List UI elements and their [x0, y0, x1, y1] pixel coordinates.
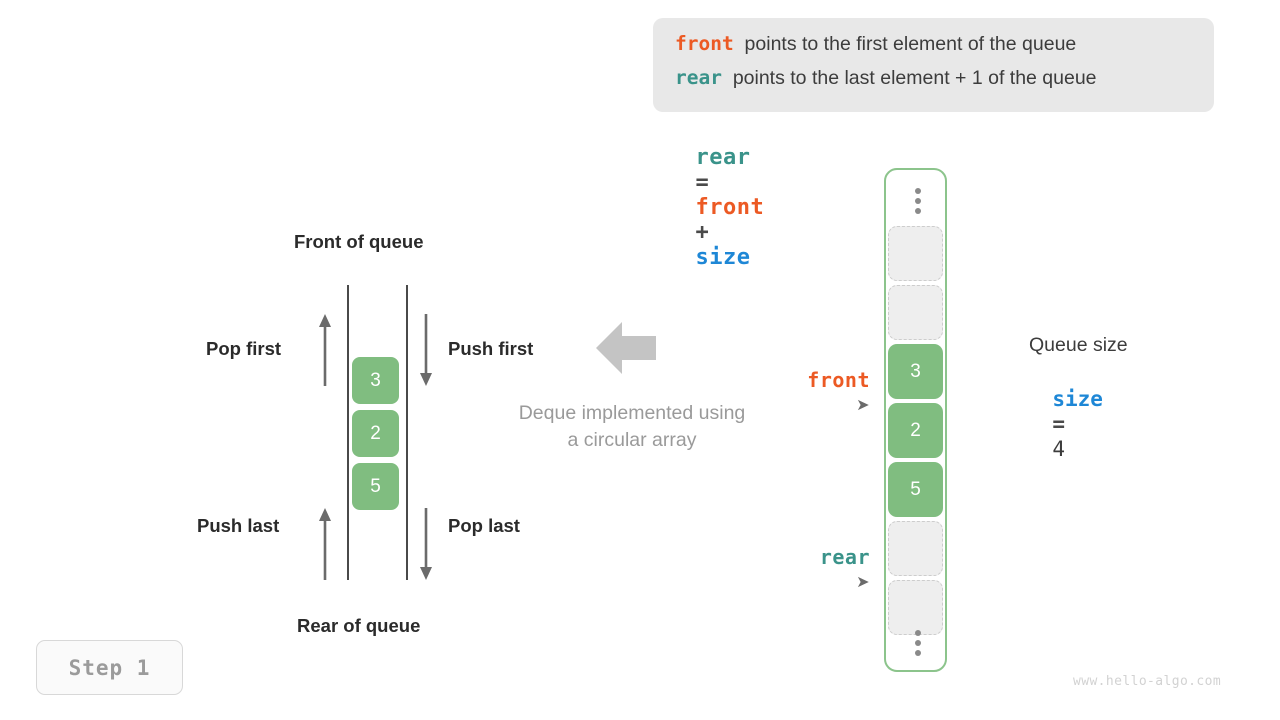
legend-spacer-front [734, 33, 745, 56]
rear-pointer-label: rear [819, 545, 870, 569]
pop-first-label: Pop first [206, 338, 282, 359]
vertical-ellipsis-icon [886, 188, 949, 214]
formula-rhs2: size [695, 245, 751, 270]
deque-cell: 3 [352, 357, 399, 404]
queue-size-var: size [1052, 387, 1103, 411]
deque-cell: 2 [352, 410, 399, 457]
legend-text-rear: points to the last element + 1 of the qu… [732, 67, 1097, 89]
legend-term-rear: rear [675, 66, 722, 89]
queue-size-value: 4 [1052, 437, 1065, 461]
array-slot [888, 226, 943, 281]
caption-line-2: a circular array [567, 429, 697, 451]
deque-rail-right [406, 285, 408, 580]
watermark: www.hello-algo.com [1073, 674, 1222, 689]
array-slot [888, 285, 943, 340]
queue-size-title: Queue size [1029, 334, 1128, 356]
arrow-up-pop-first-icon [319, 314, 331, 386]
formula-rear-equals-front-plus-size: rear = front + size [668, 120, 764, 270]
legend-line-front: front points to the first element of the… [675, 32, 1192, 66]
legend-box: front points to the first element of the… [653, 18, 1214, 112]
queue-size-value-line: size = 4 [1029, 363, 1128, 486]
formula-eq: = [695, 170, 710, 195]
legend-text-front: points to the first element of the queue [744, 33, 1077, 55]
front-of-queue-label: Front of queue [294, 231, 424, 252]
arrow-up-push-last-icon [319, 508, 331, 580]
front-pointer: front ➤ [700, 345, 870, 416]
formula-plus: + [695, 220, 710, 245]
legend-spacer-rear [722, 67, 733, 90]
queue-size-eq: = [1052, 412, 1065, 436]
rear-of-queue-label: Rear of queue [297, 615, 421, 636]
step-badge: Step 1 [36, 640, 183, 695]
caption-line-1: Deque implemented using [518, 402, 746, 424]
array-slot: 5 [888, 462, 943, 517]
array-slot [888, 580, 943, 635]
arrow-down-push-first-icon [420, 314, 432, 386]
push-last-label: Push last [197, 515, 280, 536]
formula-rhs1: front [695, 195, 765, 220]
pop-last-label: Pop last [448, 515, 520, 536]
arrow-down-pop-last-icon [420, 508, 432, 580]
circular-array-frame: 3 2 5 [884, 168, 947, 672]
rear-pointer: rear ➤ [700, 522, 870, 593]
formula-lhs: rear [695, 145, 751, 170]
vertical-ellipsis-icon [886, 630, 949, 656]
legend-line-rear: rear points to the last element + 1 of t… [675, 66, 1192, 100]
push-first-label: Push first [448, 338, 534, 359]
array-slot [888, 521, 943, 576]
array-slot: 2 [888, 403, 943, 458]
arrow-left-pointer-icon [596, 322, 656, 374]
front-pointer-label: front [807, 368, 870, 392]
legend-term-front: front [675, 32, 734, 55]
deque-rail-left [347, 285, 349, 580]
rear-pointer-arrow-icon: ➤ [856, 574, 870, 591]
queue-size-block: Queue size size = 4 [1029, 334, 1128, 486]
deque-cell-stack: 3 2 5 [352, 357, 399, 516]
deque-cell: 5 [352, 463, 399, 510]
array-slot: 3 [888, 344, 943, 399]
diagram-caption: Deque implemented using a circular array [492, 400, 772, 454]
front-pointer-arrow-icon: ➤ [856, 397, 870, 414]
